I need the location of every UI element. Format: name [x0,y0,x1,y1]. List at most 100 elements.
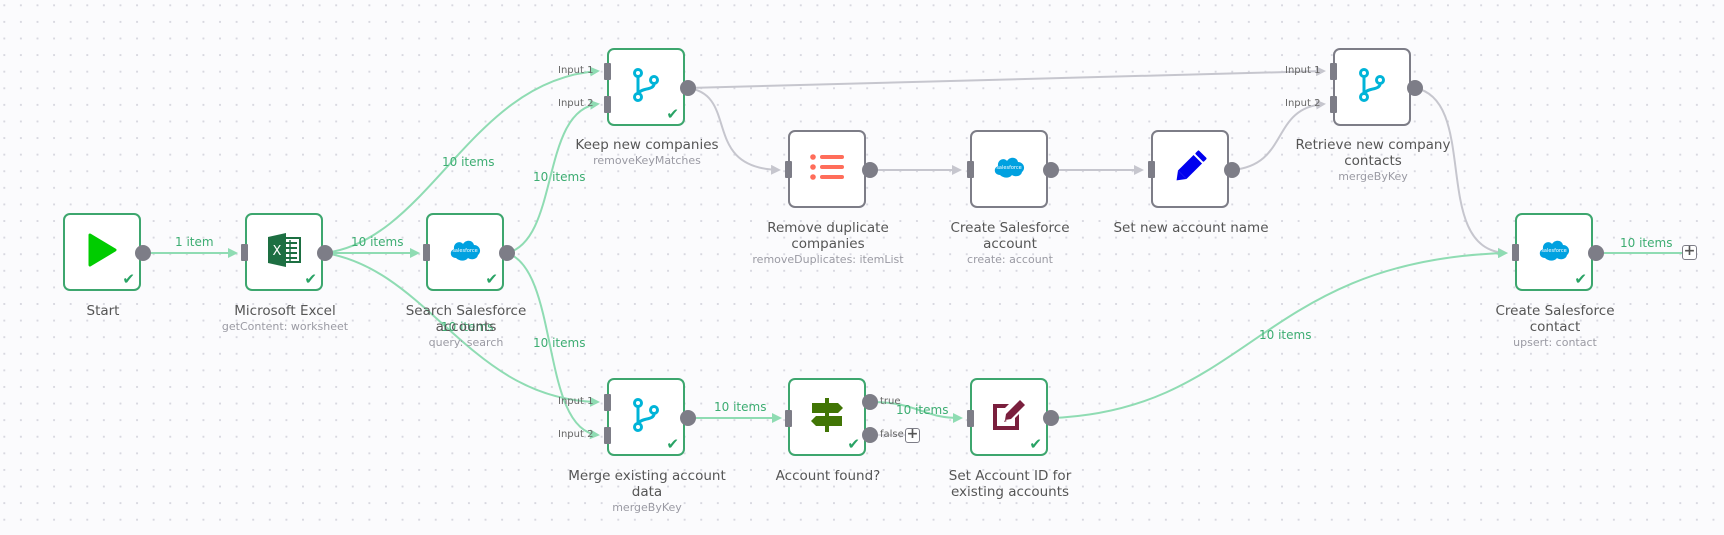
success-check-icon: ✔ [1574,270,1587,288]
merge-icon [633,68,659,106]
edge-setid-contact[interactable] [1051,248,1508,419]
signpost-icon [810,398,844,436]
edge-found-setid[interactable] [869,401,963,423]
output-port-true[interactable] [862,394,878,410]
svg-text:salesforce: salesforce [996,165,1021,171]
node-title-line2: contacts [1344,153,1402,169]
edge-search-keep[interactable] [506,99,600,254]
edge-label-contact-out: 10 items [1620,236,1673,250]
node-remove-duplicate-companies[interactable] [788,130,866,208]
success-check-icon: ✔ [1029,435,1042,453]
input-port[interactable] [785,161,792,178]
output-false-label: false [880,429,904,440]
edge-label-merge-found: 10 items [714,400,767,414]
output-port[interactable] [1224,162,1240,178]
input-port-1[interactable] [604,63,611,80]
input-2-label: Input 2 [558,429,594,440]
input-1-label: Input 1 [1285,65,1321,76]
input-port[interactable] [967,161,974,178]
output-port[interactable] [1407,80,1423,96]
output-port[interactable] [862,162,878,178]
output-port[interactable] [1043,162,1059,178]
input-port-2[interactable] [604,427,611,444]
node-subtitle: mergeByKey [612,501,682,514]
node-subtitle: query: search [428,336,504,349]
node-title: Set Account ID for [948,468,1072,484]
node-account-found[interactable]: ✔ [788,378,866,456]
node-create-salesforce-account[interactable]: salesforce [970,130,1048,208]
input-port[interactable] [1512,244,1519,261]
output-port-false[interactable] [862,427,878,443]
node-subtitle: create: account [967,253,1053,266]
node-title-line2: existing accounts [950,484,1070,500]
node-title-line2: account [983,236,1037,252]
node-title-line2: companies [791,236,865,252]
node-subtitle: upsert: contact [1513,336,1597,349]
node-retrieve-new-company-contacts[interactable] [1333,48,1411,126]
input-port[interactable] [785,410,792,427]
node-set-new-account-name[interactable] [1151,130,1229,208]
input-port-1[interactable] [604,394,611,411]
node-merge-existing-account-data[interactable]: ✔ [607,378,685,456]
input-1-label: Input 1 [558,65,594,76]
list-icon [810,154,844,184]
output-port[interactable] [1588,245,1604,261]
salesforce-icon: salesforce [1537,238,1571,266]
input-1-label: Input 1 [558,396,594,407]
node-title: Keep new companies [575,137,719,153]
node-title-line2: contact [1529,319,1581,335]
node-search-salesforce[interactable]: salesforce ✔ [426,213,504,291]
input-port-2[interactable] [1330,96,1337,113]
pencil-icon [1173,150,1207,188]
success-check-icon: ✔ [666,105,679,123]
add-node-button[interactable]: + [1682,243,1697,260]
edge-label-search-merge: 10 items [533,336,586,350]
merge-icon [1359,68,1385,106]
edge-label-found-setid: 10 items [896,403,949,417]
node-microsoft-excel[interactable]: X ✔ [245,213,323,291]
input-port[interactable] [1148,161,1155,178]
input-port[interactable] [967,410,974,427]
node-title-line2: data [631,484,663,500]
node-title: Set new account name [1113,220,1269,236]
edge-label-excel-search: 10 items [351,235,404,249]
node-set-account-id[interactable]: ✔ [970,378,1048,456]
output-true-label: true [880,396,901,407]
input-port-1[interactable] [1330,63,1337,80]
edge-keep-retrieve[interactable] [687,66,1326,89]
output-port[interactable] [499,245,515,261]
input-port[interactable] [241,244,248,261]
input-port-2[interactable] [604,96,611,113]
node-title: Merge existing account [568,468,726,484]
success-check-icon: ✔ [122,270,135,288]
node-create-salesforce-contact[interactable]: salesforce ✔ [1515,213,1593,291]
edge-excel-keep[interactable] [324,66,600,254]
input-port[interactable] [423,244,430,261]
svg-text:salesforce: salesforce [452,248,477,254]
add-node-false-button[interactable]: + [905,426,920,443]
node-start[interactable]: ✔ [63,213,141,291]
output-port[interactable] [317,245,333,261]
node-title: Create Salesforce [1495,303,1615,319]
node-subtitle: getContent: worksheet [221,320,349,333]
node-title: Account found? [775,468,881,484]
output-port[interactable] [680,410,696,426]
output-port[interactable] [680,80,696,96]
node-subtitle: removeKeyMatches [593,154,701,167]
node-title: Microsoft Excel [234,303,336,319]
edge-excel-merge[interactable] [324,252,600,407]
edge-keep-removedup[interactable] [687,87,781,175]
output-port[interactable] [1043,410,1059,426]
node-title: Create Salesforce [950,220,1070,236]
edge-retrieve-contact[interactable] [1414,87,1508,258]
input-2-label: Input 2 [1285,98,1321,109]
merge-icon [633,398,659,436]
node-subtitle: mergeByKey [1338,170,1408,183]
edge-setname-retrieve[interactable] [1231,99,1326,171]
edge-search-merge[interactable] [506,252,600,440]
output-port[interactable] [135,245,151,261]
node-keep-new-companies[interactable]: ✔ [607,48,685,126]
success-check-icon: ✔ [666,435,679,453]
edge-label-setid-contact: 10 items [1259,328,1312,342]
